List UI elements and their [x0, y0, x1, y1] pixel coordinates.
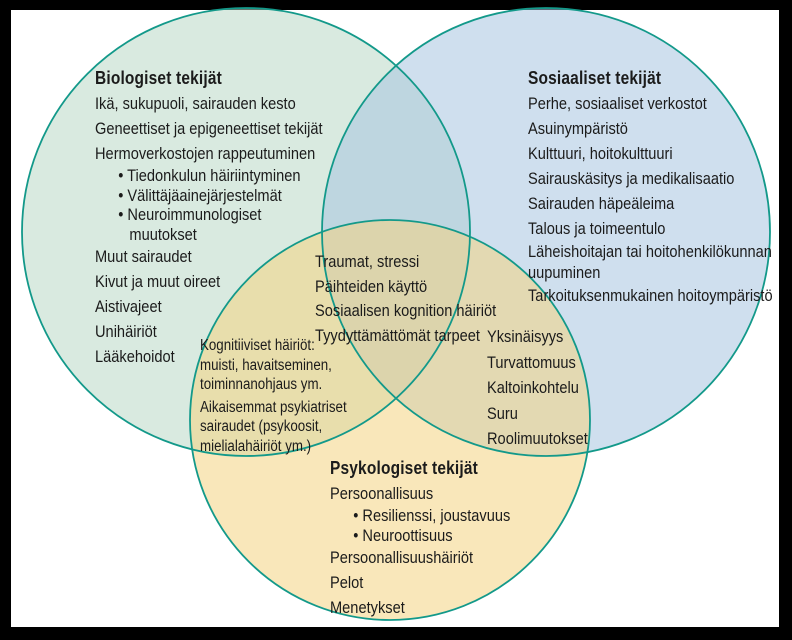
list-item: Asuinympäristö: [528, 119, 628, 138]
biological-factors-block: Biologiset tekijät Ikä, sukupuoli, saira…: [95, 66, 323, 369]
list-item: sairaudet (psykoosit,: [200, 418, 323, 435]
list-item: Roolimuutokset: [487, 429, 588, 448]
list-item: Päihteiden käyttö: [315, 276, 428, 296]
list-item: Pelot: [330, 573, 364, 592]
list-item: Perhe, sosiaaliset verkostot: [528, 94, 707, 113]
list-item-continuation: uupuminen: [528, 263, 601, 282]
list-item-bullet: • Tiedonkulun häiriintyminen: [118, 166, 301, 185]
list-item: Traumat, stressi: [315, 252, 420, 271]
list-item: toiminnanohjaus ym.: [200, 376, 323, 393]
list-item: Kaltoinkohtelu: [487, 378, 579, 397]
list-item: Persoonallisuus: [330, 484, 434, 503]
list-item-bullet: • Neuroottisuus: [353, 525, 453, 545]
list-item: Tyydyttämättömät tarpeet: [315, 325, 480, 345]
list-item: Ikä, sukupuoli, sairauden kesto: [95, 94, 296, 113]
biological-circle-outline: [21, 7, 471, 457]
list-item: Turvattomuus: [487, 352, 576, 372]
psychological-title: Psykologiset tekijät: [330, 458, 478, 478]
list-item: Tarkoituksenmukainen hoitoympäristö: [528, 286, 773, 305]
list-item: Lääkehoidot: [95, 347, 175, 366]
list-item: Talous ja toimeentulo: [528, 219, 666, 238]
biological-title: Biologiset tekijät: [95, 68, 222, 88]
list-item: Sosiaalisen kognition häiriöt: [315, 301, 497, 320]
list-item-bullet: • Välittäjäainejärjestelmät: [118, 185, 282, 205]
list-item: Hermoverkostojen rappeutuminen: [95, 144, 316, 163]
overlap-social-psych-block: Yksinäisyys Turvattomuus Kaltoinkohtelu …: [487, 324, 588, 452]
list-item: Persoonallisuushäiriöt: [330, 548, 474, 567]
psychological-circle-fill: [190, 220, 590, 620]
list-item: Menetykset: [330, 598, 405, 617]
list-item: Unihäiriöt: [95, 322, 157, 341]
list-item: Läheishoitajan tai hoitohenkilökunnan: [528, 242, 772, 261]
list-item-bullet: • Resilienssi, joustavuus: [353, 506, 511, 525]
list-item: Sairauskäsitys ja medikalisaatio: [528, 169, 735, 188]
overlap-bio-psych-block: Kognitiiviset häiriöt: muisti, havaitsem…: [200, 336, 347, 456]
list-item-continuation: muutokset: [129, 224, 197, 244]
list-item: mielialahäiriöt ym.): [200, 437, 312, 455]
psychological-circle-outline: [189, 219, 591, 621]
list-item: Suru: [487, 403, 518, 423]
social-factors-block: Sosiaaliset tekijät Perhe, sosiaaliset v…: [528, 66, 773, 308]
list-item: Muut sairaudet: [95, 247, 192, 266]
list-item: muisti, havaitseminen,: [200, 356, 332, 374]
list-item: Aikaisemmat psykiatriset: [200, 398, 347, 416]
list-item: Sairauden häpeäleima: [528, 194, 675, 213]
list-item-bullet: • Neuroimmunologiset: [118, 205, 262, 224]
social-title: Sosiaaliset tekijät: [528, 68, 662, 88]
list-item: Geneettiset ja epigeneettiset tekijät: [95, 119, 323, 138]
list-item: Kognitiiviset häiriöt:: [200, 337, 315, 354]
list-item: Kivut ja muut oireet: [95, 272, 221, 291]
list-item: Yksinäisyys: [487, 327, 564, 346]
psychological-factors-block: Psykologiset tekijät Persoonallisuus • R…: [330, 456, 510, 620]
list-item: Aistivajeet: [95, 297, 162, 316]
list-item: Kulttuuri, hoitokulttuuri: [528, 144, 673, 163]
overlap-all-three-block: Traumat, stressi Päihteiden käyttö Sosia…: [315, 250, 496, 348]
